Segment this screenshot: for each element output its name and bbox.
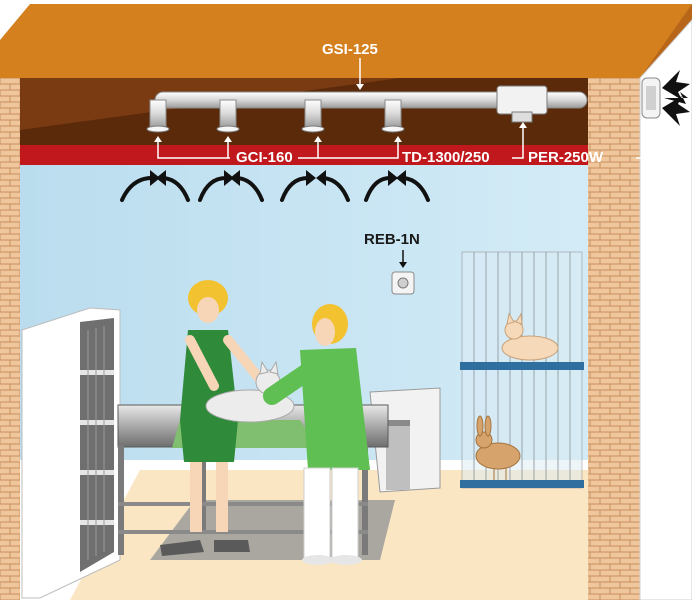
label-td: TD-1300/250 bbox=[402, 149, 490, 166]
airflow-arrows bbox=[120, 176, 430, 202]
duct-drop bbox=[146, 99, 170, 133]
red-band bbox=[0, 145, 640, 165]
brick-right bbox=[588, 78, 640, 600]
label-gci: GCI-160 bbox=[236, 149, 293, 166]
label-gsi: GSI-125 bbox=[322, 41, 378, 58]
shelving-unit bbox=[21, 307, 121, 599]
exhaust-arrows bbox=[662, 70, 690, 126]
label-reb: REB-1N bbox=[364, 231, 420, 248]
brick-left bbox=[0, 78, 20, 600]
speed-regulator bbox=[391, 250, 415, 295]
outer-wall bbox=[639, 19, 692, 600]
duct-drop bbox=[381, 99, 405, 133]
rabbit-in-cage bbox=[475, 415, 521, 480]
label-leader-lines bbox=[157, 58, 651, 159]
fan-box bbox=[496, 85, 548, 115]
duct-system bbox=[146, 85, 588, 133]
duct-drop bbox=[216, 99, 240, 133]
roof bbox=[0, 4, 692, 78]
duct-drop bbox=[301, 99, 325, 133]
vet-person bbox=[160, 280, 267, 556]
roof-side bbox=[640, 4, 692, 80]
cat-in-cage bbox=[501, 312, 559, 361]
exterior-grille bbox=[641, 77, 661, 119]
label-per: PER-250W bbox=[528, 149, 604, 166]
owner-person bbox=[263, 304, 370, 565]
airflow-arrowheads bbox=[150, 170, 406, 186]
